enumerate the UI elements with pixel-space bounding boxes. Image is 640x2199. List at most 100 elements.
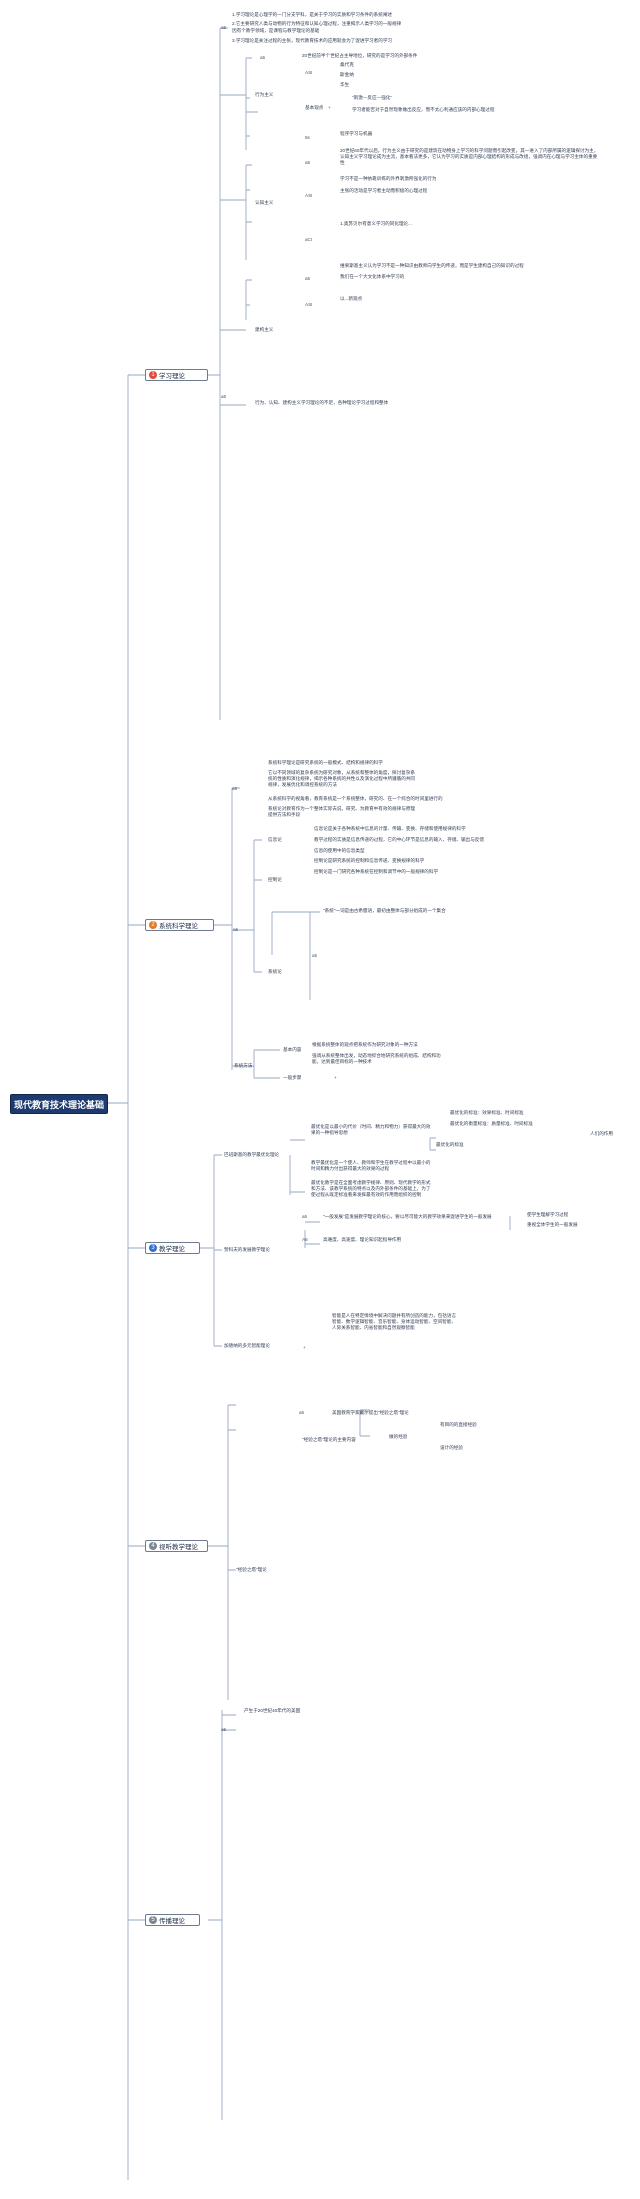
node-text: 系统科学理论是研究系统的一般模式、结构和规律的科学 xyxy=(268,760,383,765)
node-text: 20世纪前半个世纪占主导地位，研究的是学习的外部条件 xyxy=(302,53,418,58)
node-text: 桑代克 xyxy=(340,62,354,67)
node-text: 基本内容 xyxy=(283,1047,302,1052)
node-key: ASI xyxy=(305,70,313,75)
node-text: 我们在一个大文化体系中学习的 xyxy=(340,274,405,279)
node-text: "系统"一词是由古希腊语，最初由整体与部分组成的一个集合 xyxy=(323,908,446,913)
node-text: 最优化是以最小的代价（时间、精力和物力）获得最大的效果的一种指导思想 xyxy=(311,1124,431,1136)
node-teaching-3[interactable]: 加德纳的多元智能理论 xyxy=(224,1343,270,1348)
node-text: 从系统科学的视角看，教育系统是一个系统整体，研究的、在一个综合的时间里进行的 xyxy=(268,796,443,801)
node-text: 最优化的衡量标准：质量标准、时间标准 xyxy=(450,1121,533,1126)
node-text: "刺激—反应—强化" xyxy=(352,95,393,100)
node-key: aCI xyxy=(305,237,313,242)
node-key: a5 xyxy=(221,394,227,399)
node-text: 华生 xyxy=(340,82,350,87)
node-text: 产生于20世纪40年代的美国 xyxy=(244,1708,301,1713)
node-text: 因有个教学领域，是课程与教学理论的基础 xyxy=(232,28,320,33)
node-text: 使学生理解学习过程 xyxy=(527,1212,569,1217)
node-text: 高难度、高速度、理论知识起指导作用 xyxy=(323,1237,402,1242)
branch-label: 视听教学理论 xyxy=(159,1544,198,1551)
node-key: a5 xyxy=(305,276,311,281)
branch-systems[interactable]: 2 系统科学理论 xyxy=(145,919,214,931)
node-text: 教学过程的实质是信息传递的过程，它的中心环节是信息的输入、存储、输出与反馈 xyxy=(314,837,484,842)
node-control-theory[interactable]: 控制论 xyxy=(268,877,282,882)
node-key: a5 xyxy=(221,25,227,30)
node-text: 学习不是一种依靠训练的外界刺激所强化的行为 xyxy=(340,176,437,181)
node-key: a5 xyxy=(221,1727,227,1732)
branch-teaching[interactable]: 3 教学理论 xyxy=(145,1242,200,1254)
node-text: 行为、认知、建构主义学习理论的不足，各种理论学习过程和整体 xyxy=(255,400,389,405)
node-key: a5 xyxy=(302,1214,308,1219)
node-text: 信息的使用中的信息类型 xyxy=(314,848,365,853)
node-text: 1.奥苏贝尔有意义学习的同化理论... xyxy=(340,221,412,226)
node-constructivism[interactable]: 建构主义 xyxy=(255,327,274,332)
node-key: a5 xyxy=(260,55,266,60)
node-text: 2.它主要研究人类与动物的行为特征和认知心理过程，注重揭示人类学习的一般规律 xyxy=(232,21,402,26)
branch-number-badge: 1 xyxy=(149,371,157,379)
node-text: 20世纪60年代以后，行为主义由于研究的是建筑在动物身上学习的科学问题而引起改变… xyxy=(340,148,599,166)
branch-label: 系统科学理论 xyxy=(159,923,198,930)
node-text: 程序学习与机器 xyxy=(340,131,373,136)
node-teaching-2[interactable]: 赞科夫的发展教学理论 xyxy=(224,1247,270,1252)
root-title: 现代教育技术理论基础 xyxy=(13,1099,104,1110)
node-key: + xyxy=(328,105,331,110)
node-text: 3.学习理论是关注过程的主张，现代教育技术的应用就会为了促进学习者的学习 xyxy=(232,38,393,43)
node-key: a5 xyxy=(232,786,238,791)
node-key: a5 xyxy=(305,160,311,165)
node-text: 1.学习理论是心理学的一门分支学科，是关于学习的实质和学习条件的系统阐述 xyxy=(232,12,393,17)
node-info-theory[interactable]: 信息论 xyxy=(268,837,282,842)
node-cone-theory[interactable]: "经验之塔"理论 xyxy=(236,1567,267,1572)
node-key: A5 xyxy=(302,1237,308,1242)
node-key: 5s xyxy=(305,135,310,140)
node-text: 美国教育学家戴尔提出"经验之塔"理论 xyxy=(332,1410,409,1415)
node-key: + xyxy=(303,1345,306,1350)
node-cognitivism[interactable]: 认知主义 xyxy=(255,200,274,205)
branch-label: 教学理论 xyxy=(159,1246,185,1253)
node-text: 学习者能否对于自然现象做出反应，而不太心利通应该的内部心理过程 xyxy=(352,107,495,112)
node-key: + xyxy=(334,1075,337,1080)
node-text: 设计的经验 xyxy=(440,1445,463,1450)
node-text: 强调从系统整体出发，动态地综合地研究系统的组成、结构和功能，达到最佳目标的一种技… xyxy=(312,1053,441,1065)
branch-number-badge: 3 xyxy=(149,1244,157,1252)
node-key: ASI xyxy=(305,302,313,307)
node-text: 控制论是研究系统的控制和信息传递、变换规律的科学 xyxy=(314,858,425,863)
node-cone-content[interactable]: "经验之塔"理论的主要内容 xyxy=(302,1437,356,1442)
node-text: 维果斯基主义认为学习不是一种知识由教师向学生的传递，而是学生建构自己的知识的过程 xyxy=(340,263,524,268)
node-text: 系统论对教育作为一个整体实际去说，研究、为教育中有效的规律与原理提供方法和手段 xyxy=(268,806,416,818)
root-node[interactable]: 现代教育技术理论基础 xyxy=(10,1094,108,1114)
node-key: a5 xyxy=(312,953,318,958)
branch-learning[interactable]: 1 学习理论 xyxy=(145,369,208,381)
node-text: 根据系统整体的观点把系统作为研究对象的一种方法 xyxy=(312,1042,418,1047)
branch-visual[interactable]: 4 视听教学理论 xyxy=(145,1540,208,1552)
node-text: 一般步骤 xyxy=(283,1075,302,1080)
node-systems-theory[interactable]: 系统论 xyxy=(268,969,282,974)
node-text: 以...新观点 xyxy=(340,296,363,301)
branch-number-badge: 5 xyxy=(149,1916,157,1924)
node-text: 人们的作用 xyxy=(590,1131,613,1136)
node-text: 智能是人在特定情境中解决问题并有所创造的能力，包括语言智能、数学逻辑智能、音乐智… xyxy=(332,1313,457,1331)
node-text: 主张的活动是学习者主动而积极的心理过程 xyxy=(340,188,428,193)
node-key: a5 xyxy=(299,1410,305,1415)
node-key: a5 xyxy=(233,927,239,932)
node-text: 斯金纳 xyxy=(340,72,354,77)
node-text: "一般发展"是发展教学理论的核心，要以尽可能大的教学效果来促进学生的一般发展 xyxy=(323,1214,492,1219)
node-text: 教学最优化是一个使人、教师和学生在教学过程中以最小的时间和精力付出获得最大的效果… xyxy=(311,1160,431,1172)
node-text: 做的经验 xyxy=(389,1434,408,1439)
node-teaching-1[interactable]: 巴班斯基的教学最优化理论 xyxy=(224,1152,280,1157)
branch-label: 传播理论 xyxy=(159,1918,185,1925)
node-text: 最优化的标准 xyxy=(436,1142,464,1147)
node-text: 最优化教学是在全面考虑教学规律、原则、现代教学的形式和方法、该教学系统的特点以及… xyxy=(311,1180,431,1198)
branch-communication[interactable]: 5 传播理论 xyxy=(145,1914,200,1926)
node-text: 有目的的直接经验 xyxy=(440,1422,477,1427)
node-text: 重视全体学生的一般发展 xyxy=(527,1222,578,1227)
node-text: 控制论是一门研究各种系统在控制和调节中的一般规律的科学 xyxy=(314,869,439,874)
branch-label: 学习理论 xyxy=(159,373,185,380)
node-behaviorism[interactable]: 行为主义 xyxy=(255,92,274,97)
branch-number-badge: 2 xyxy=(149,921,157,929)
branch-number-badge: 4 xyxy=(149,1542,157,1550)
node-text: 最优化的标准：效果标准、时间标准 xyxy=(450,1110,524,1115)
node-systems-method[interactable]: 系统方法 xyxy=(234,1063,253,1068)
node-text: 它以不同领域的复杂系统为研究对象，从系统和整体的角度，探讨复杂系统的性质和演化规… xyxy=(268,770,416,788)
node-text: 基本观点 xyxy=(305,105,324,110)
